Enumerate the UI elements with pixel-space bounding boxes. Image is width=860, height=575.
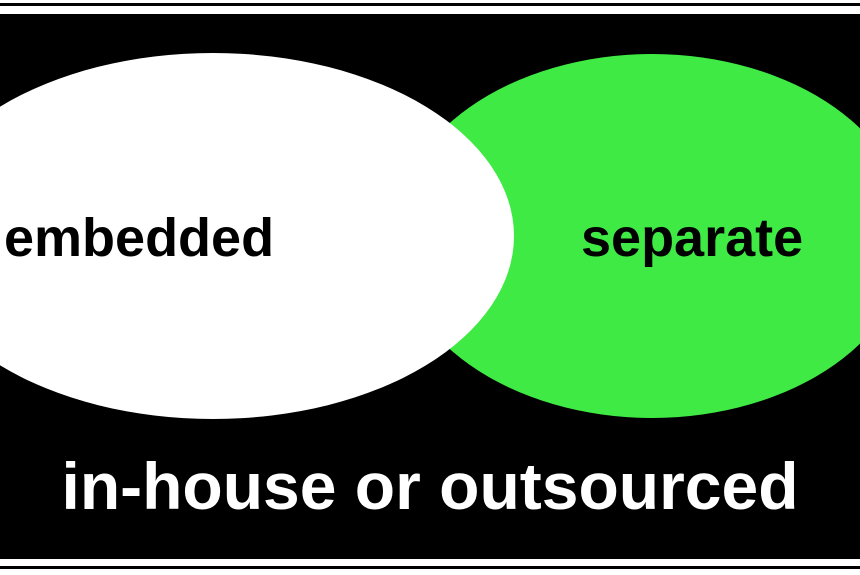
left-set-ellipse [0, 53, 514, 419]
left-set-label: embedded [4, 208, 275, 268]
diagram-caption: in-house or outsourced [61, 449, 799, 523]
top-border-line [0, 3, 860, 6]
bottom-border-line [0, 566, 860, 569]
right-set-label: separate [581, 208, 804, 268]
venn-diagram [0, 53, 860, 419]
diagram-panel: embedded separate in-house or outsourced [0, 14, 860, 559]
right-set-ellipse [394, 54, 860, 418]
